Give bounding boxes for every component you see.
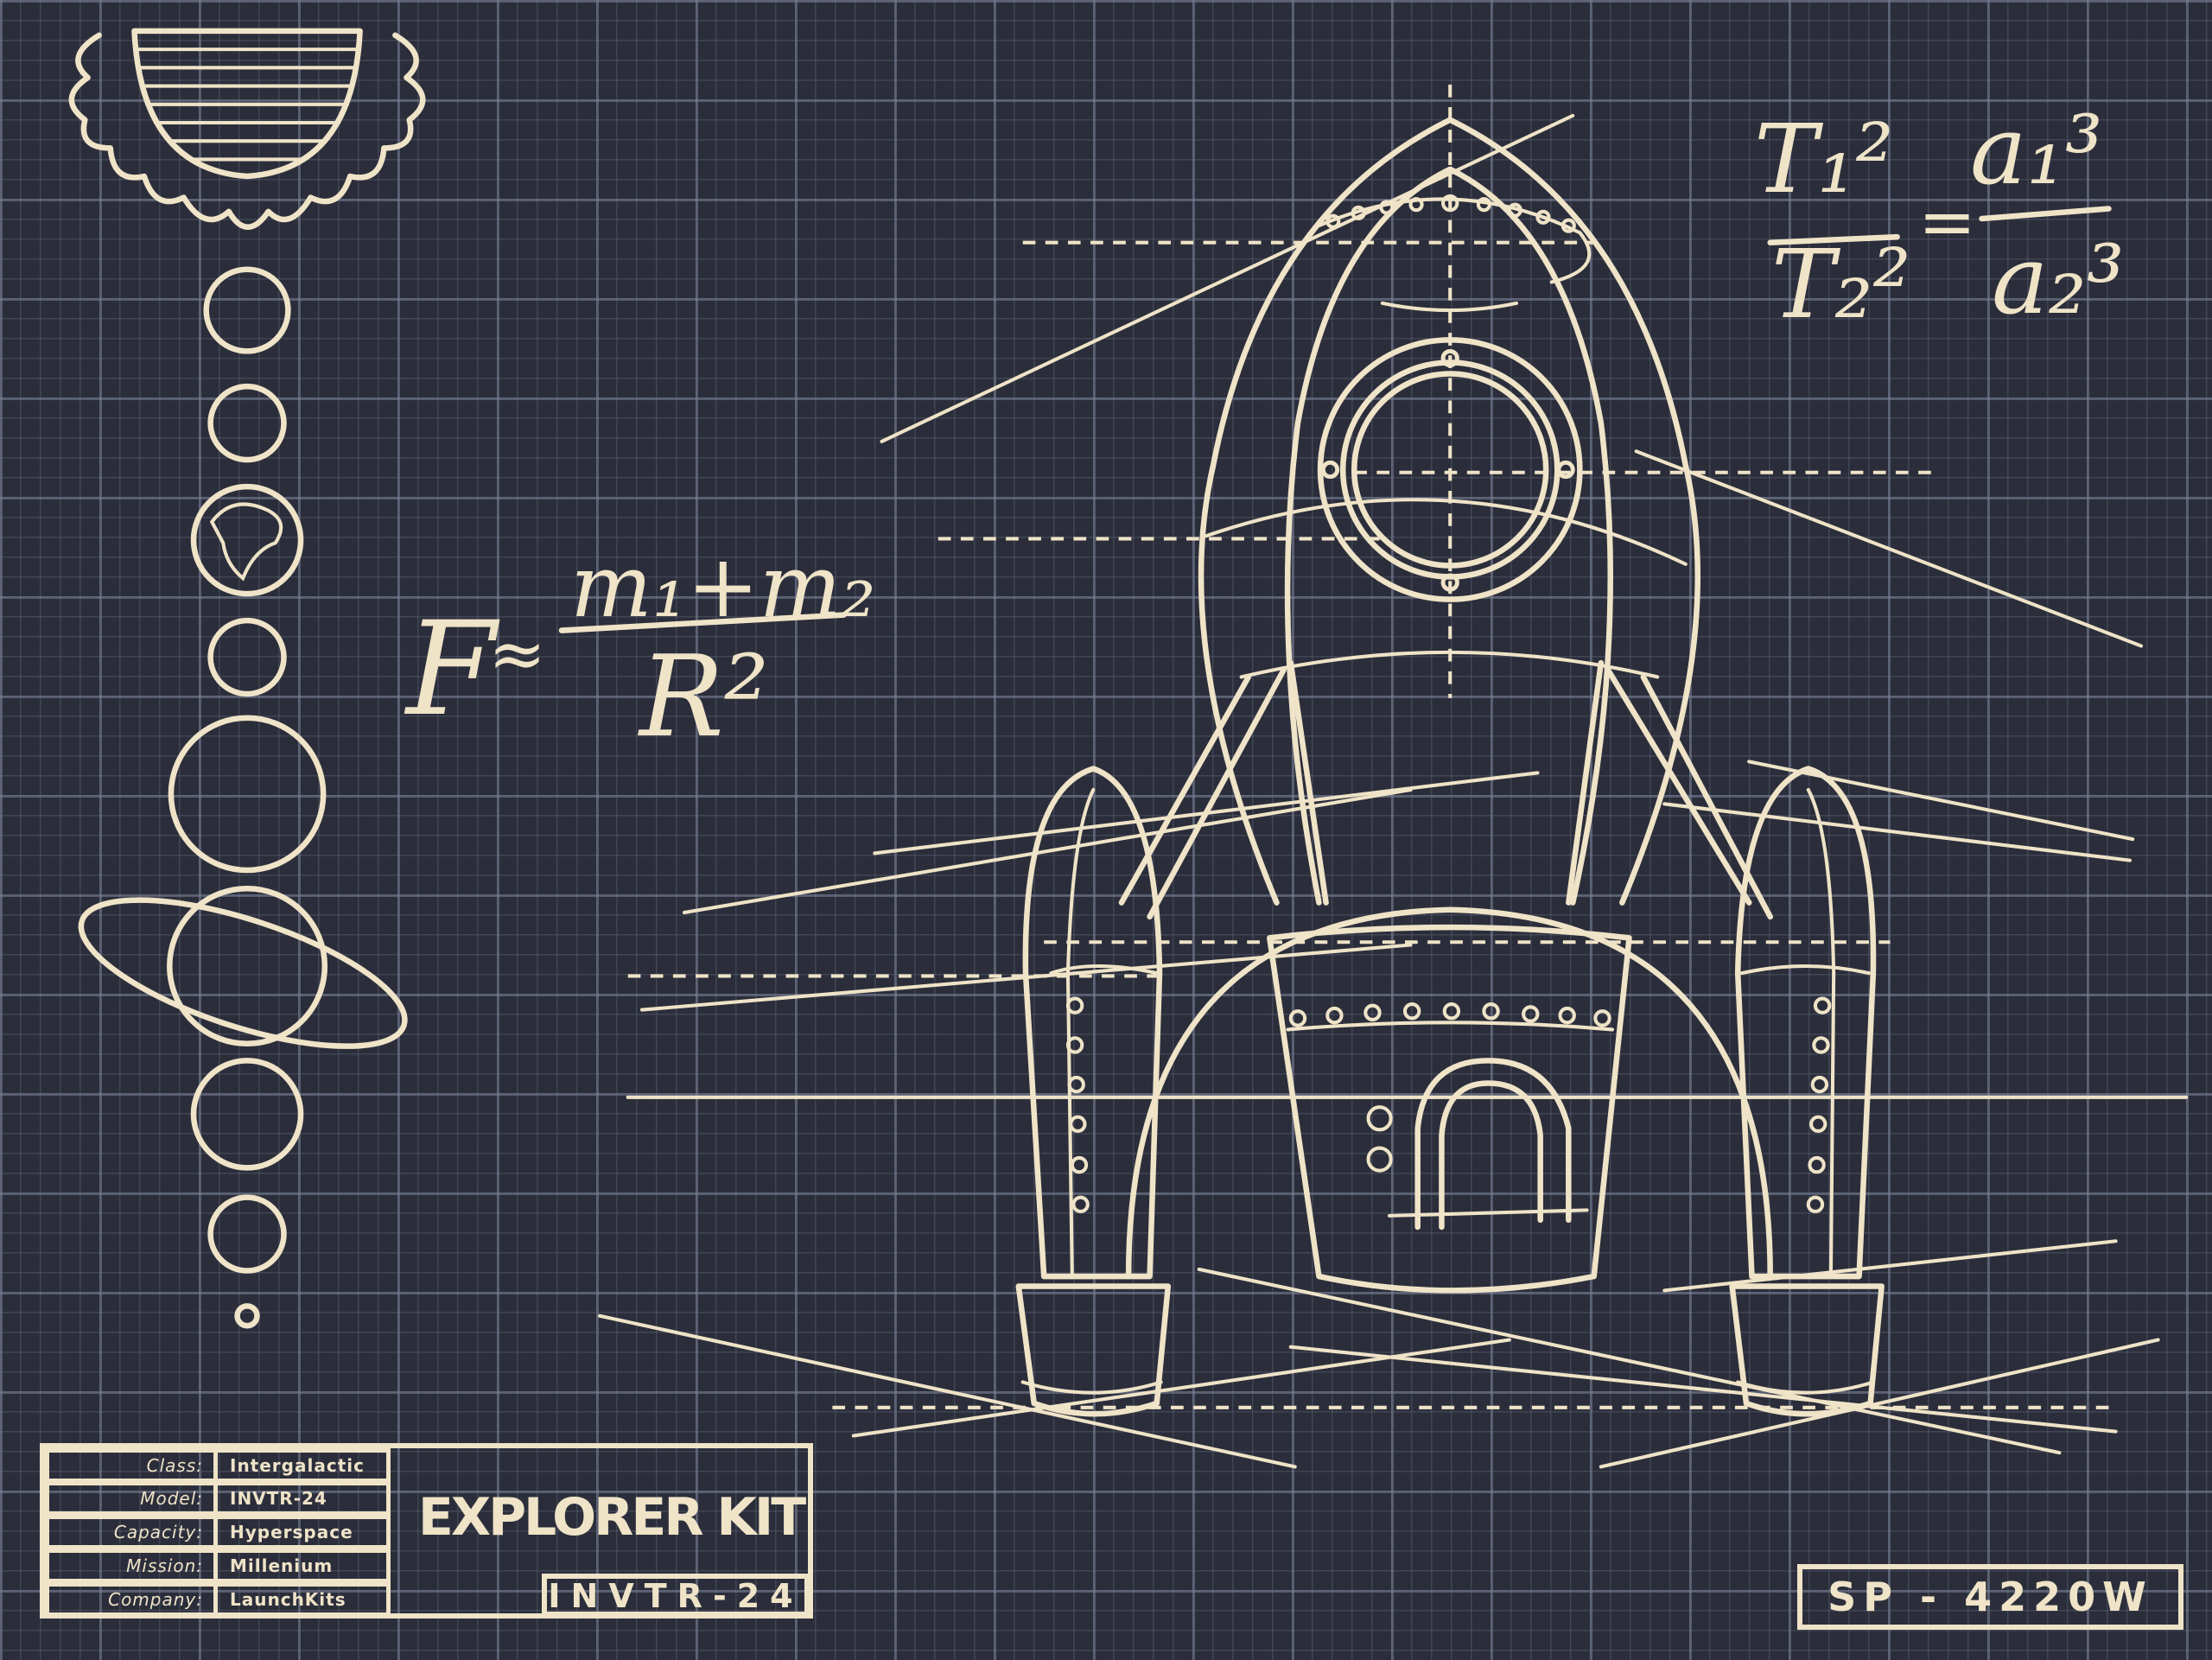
formula-num-right: a₁³ bbox=[1970, 95, 2103, 206]
planets-icon bbox=[78, 266, 408, 1329]
gravity-formula: F ≈ m₁+m₂ R² bbox=[397, 536, 916, 778]
kit-title: EXPLORER KIT bbox=[417, 1487, 806, 1548]
spec-value: Hyperspace bbox=[213, 1515, 391, 1549]
serial-number: SP - 4220W bbox=[1797, 1564, 2183, 1630]
spec-row-capacity: Capacity: Hyperspace bbox=[45, 1515, 391, 1549]
spec-row-mission: Mission: Millenium bbox=[45, 1549, 391, 1583]
spec-label: Company: bbox=[45, 1582, 218, 1617]
kit-code: INVTR-24 bbox=[542, 1574, 810, 1617]
formula-equals: = bbox=[1918, 181, 1977, 262]
formula-lhs: F bbox=[406, 595, 497, 745]
formula-den-left: T₂² bbox=[1771, 229, 1911, 340]
spec-label: Mission: bbox=[45, 1549, 218, 1583]
formula-numerator: m₁+m₂ bbox=[570, 536, 876, 637]
formula-denominator: R² bbox=[639, 631, 769, 762]
spec-label: Capacity: bbox=[45, 1515, 218, 1549]
spec-value: Intergalactic bbox=[213, 1448, 391, 1483]
spec-row-company: Company: LaunchKits bbox=[45, 1582, 391, 1617]
kepler-formula: T₁² T₂² = a₁³ a₂³ bbox=[1754, 95, 2152, 354]
spec-row-class: Class: Intergalactic bbox=[45, 1448, 391, 1483]
spec-row-model: Model: INVTR-24 bbox=[45, 1481, 391, 1516]
spec-value: INVTR-24 bbox=[213, 1481, 391, 1516]
sun-icon bbox=[68, 28, 426, 230]
spec-label: Model: bbox=[45, 1481, 218, 1516]
formula-num-left: T₁² bbox=[1754, 104, 1894, 214]
title-block: Class: Intergalactic Model: INVTR-24 Cap… bbox=[40, 1443, 813, 1619]
fraction-bar bbox=[558, 612, 847, 633]
formula-den-right: a₂³ bbox=[1992, 225, 2125, 335]
rocket-drawing bbox=[1015, 117, 1885, 1417]
spec-value: LaunchKits bbox=[213, 1582, 391, 1617]
spec-value: Millenium bbox=[213, 1549, 391, 1583]
formula-approx: ≈ bbox=[488, 614, 547, 694]
spec-label: Class: bbox=[45, 1448, 218, 1483]
